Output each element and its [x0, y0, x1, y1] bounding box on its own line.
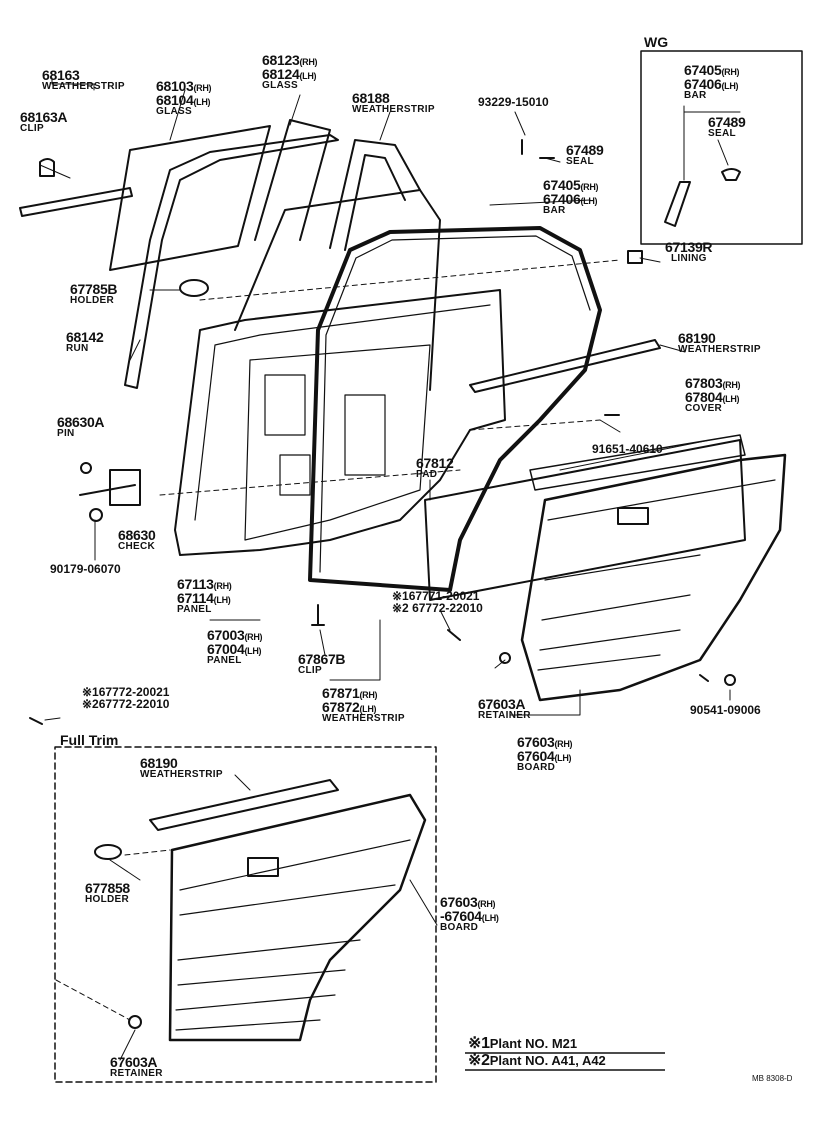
pin-part	[80, 462, 92, 474]
wg-seal-part	[721, 168, 741, 181]
label-67867b: 67867B CLIP	[298, 651, 346, 676]
retainer-part	[499, 652, 511, 664]
glass-main	[109, 125, 271, 271]
ft-holder-part	[94, 844, 122, 860]
holder-part	[179, 279, 209, 297]
label-68163: 68163 WEATHERSTRIP	[42, 67, 125, 92]
note-plant-2: ※2Plant NO. A41, A42	[468, 1052, 606, 1069]
ft-trim-board	[168, 793, 427, 1042]
label-67871: 67871(RH) 67872(LH) WEATHERSTRIP	[322, 685, 405, 724]
label-67113: 67113(RH) 67114(LH) PANEL	[177, 576, 232, 615]
label-68630: 68630 CHECK	[118, 527, 156, 552]
label-67812: 67812 PAD	[416, 455, 454, 480]
wg-label-seal: 67489 SEAL	[708, 114, 746, 139]
label-90179: 90179-06070	[50, 562, 121, 576]
glass-quarter	[254, 119, 331, 241]
weatherstrip-outer	[19, 187, 133, 217]
label-67603a: 67603A RETAINER	[478, 696, 531, 721]
label-93229: 93229-15010	[478, 95, 549, 109]
trim-handle-recess	[617, 507, 649, 525]
label-68123: 68123(RH) 68124(LH) GLASS	[262, 52, 318, 91]
full-trim-title: Full Trim	[60, 732, 119, 748]
wg-bar-part	[664, 181, 691, 227]
run-channel	[124, 134, 339, 389]
label-67603: 67603(RH) 67604(LH) BOARD	[517, 734, 573, 773]
ft-label-67603: 67603(RH) -67604(LH) BOARD	[440, 894, 499, 933]
label-67771: ※167771-20021 ※2 67772-22010	[392, 589, 483, 615]
screw-90541	[724, 674, 736, 686]
check-part	[79, 469, 141, 506]
clip-part	[39, 158, 55, 177]
belt-weatherstrip	[469, 339, 661, 393]
pad	[424, 439, 746, 601]
wg-label-bar: 67405(RH) 67406(LH) BAR	[684, 62, 740, 101]
screw-left	[29, 717, 43, 725]
ft-label-67785b: 677858 HOLDER	[85, 880, 130, 905]
ft-weatherstrip	[149, 779, 339, 831]
lining-part	[627, 250, 643, 264]
clip-67867b	[311, 604, 325, 626]
cover	[529, 434, 746, 491]
screws	[447, 629, 709, 682]
label-90541: 90541-09006	[690, 703, 761, 717]
label-67139r: 67139R LINING	[665, 239, 713, 264]
label-67772: ※167772-20021 ※267772-22010	[82, 685, 170, 711]
reference-code: MB 8308-D	[752, 1074, 793, 1083]
ft-retainer-part	[128, 1015, 142, 1029]
label-67785b: 67785B HOLDER	[70, 281, 118, 306]
label-68163a: 68163A CLIP	[20, 109, 68, 134]
door-panel	[174, 289, 506, 556]
label-68188: 68188 WEATHERSTRIP	[352, 90, 435, 115]
label-68190: 68190 WEATHERSTRIP	[678, 330, 761, 355]
label-68103: 68103(RH) 68104(LH) GLASS	[156, 78, 212, 117]
ft-handle-recess	[247, 857, 279, 877]
label-67803: 67803(RH) 67804(LH) COVER	[685, 375, 741, 414]
wg-box	[640, 50, 803, 245]
label-91651: 91651-40610	[592, 442, 663, 456]
full-trim-box	[54, 746, 437, 1083]
label-67405: 67405(RH) 67406(LH) BAR	[543, 177, 599, 216]
ft-label-68190: 68190 WEATHERSTRIP	[140, 755, 223, 780]
door-weatherstrip	[308, 226, 602, 592]
wg-title: WG	[644, 34, 669, 50]
label-67489: 67489 SEAL	[566, 142, 604, 167]
ft-label-67603a: 67603A RETAINER	[110, 1054, 163, 1079]
bolt-90179	[89, 508, 103, 522]
note-plant-1: ※1Plant NO. M21	[468, 1035, 578, 1052]
label-67003: 67003(RH) 67004(LH) PANEL	[207, 627, 263, 666]
label-68142: 68142 RUN	[66, 329, 104, 354]
label-68630a: 68630A PIN	[57, 414, 105, 439]
